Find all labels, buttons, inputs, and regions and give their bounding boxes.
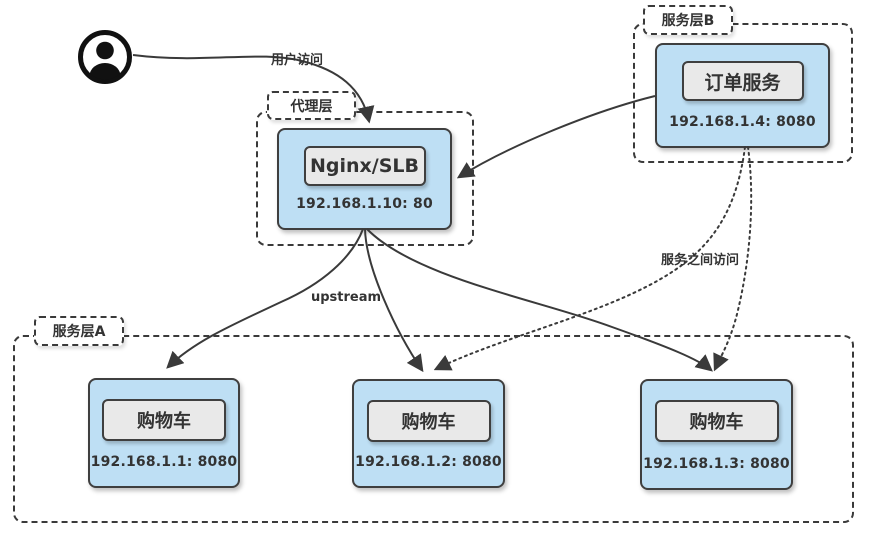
nginx-address: 192.168.1.10: 80 xyxy=(296,196,433,212)
edge-nginx-to-cart1[interactable] xyxy=(166,228,364,369)
cart-3-title: 购物车 xyxy=(689,412,744,433)
cart-2-address: 192.168.1.2: 8080 xyxy=(355,454,502,470)
service-layer-b-container[interactable] xyxy=(633,23,853,163)
order-service-title: 订单服务 xyxy=(704,71,781,94)
order-service-title-box: 订单服务 xyxy=(681,61,804,101)
cart-1-title: 购物车 xyxy=(137,411,191,432)
cart-2-title: 购物车 xyxy=(401,412,456,433)
service-layer-a-label: 服务层A xyxy=(52,324,106,340)
cart-3-title-box: 购物车 xyxy=(654,400,779,442)
order-service-address: 192.168.1.4: 8080 xyxy=(669,114,816,130)
edge-label-inter-service: 服务之间访问 xyxy=(661,253,740,268)
cart-node-1[interactable]: 购物车 192.168.1.1: 8080 xyxy=(88,378,240,488)
nginx-title-box: Nginx/SLB xyxy=(303,146,426,186)
service-layer-a-container[interactable] xyxy=(13,335,854,523)
edge-user-to-nginx[interactable] xyxy=(132,54,375,124)
cart-node-3[interactable]: 购物车 192.168.1.3: 8080 xyxy=(640,379,793,490)
proxy-layer-label-chip[interactable]: 代理层 xyxy=(267,91,356,120)
nginx-node[interactable]: Nginx/SLB 192.168.1.10: 80 xyxy=(277,128,452,230)
proxy-layer-label: 代理层 xyxy=(290,98,333,115)
cart-1-title-box: 购物车 xyxy=(102,399,226,441)
edge-label-user-access: 用户访问 xyxy=(271,53,324,68)
edge-order-to-nginx[interactable] xyxy=(456,95,656,179)
edge-label-upstream: upstream xyxy=(311,290,382,305)
service-layer-b-label-chip[interactable]: 服务层B xyxy=(643,5,733,35)
cart-2-title-box: 购物车 xyxy=(366,400,491,442)
user-icon[interactable] xyxy=(76,28,134,86)
cart-node-2[interactable]: 购物车 192.168.1.2: 8080 xyxy=(352,379,505,488)
service-layer-a-label-chip[interactable]: 服务层A xyxy=(34,316,124,346)
order-service-node[interactable]: 订单服务 192.168.1.4: 8080 xyxy=(655,43,830,148)
cart-3-address: 192.168.1.3: 8080 xyxy=(643,456,790,472)
nginx-title: Nginx/SLB xyxy=(309,155,419,177)
edge-nginx-to-cart2[interactable] xyxy=(364,228,424,373)
edge-nginx-to-cart3[interactable] xyxy=(366,228,713,372)
edge-order-to-cart3-dotted[interactable] xyxy=(713,146,753,372)
cart-1-address: 192.168.1.1: 8080 xyxy=(90,454,238,470)
service-layer-b-label: 服务层B xyxy=(661,13,715,29)
edge-order-to-cart2-dotted[interactable] xyxy=(433,146,746,371)
